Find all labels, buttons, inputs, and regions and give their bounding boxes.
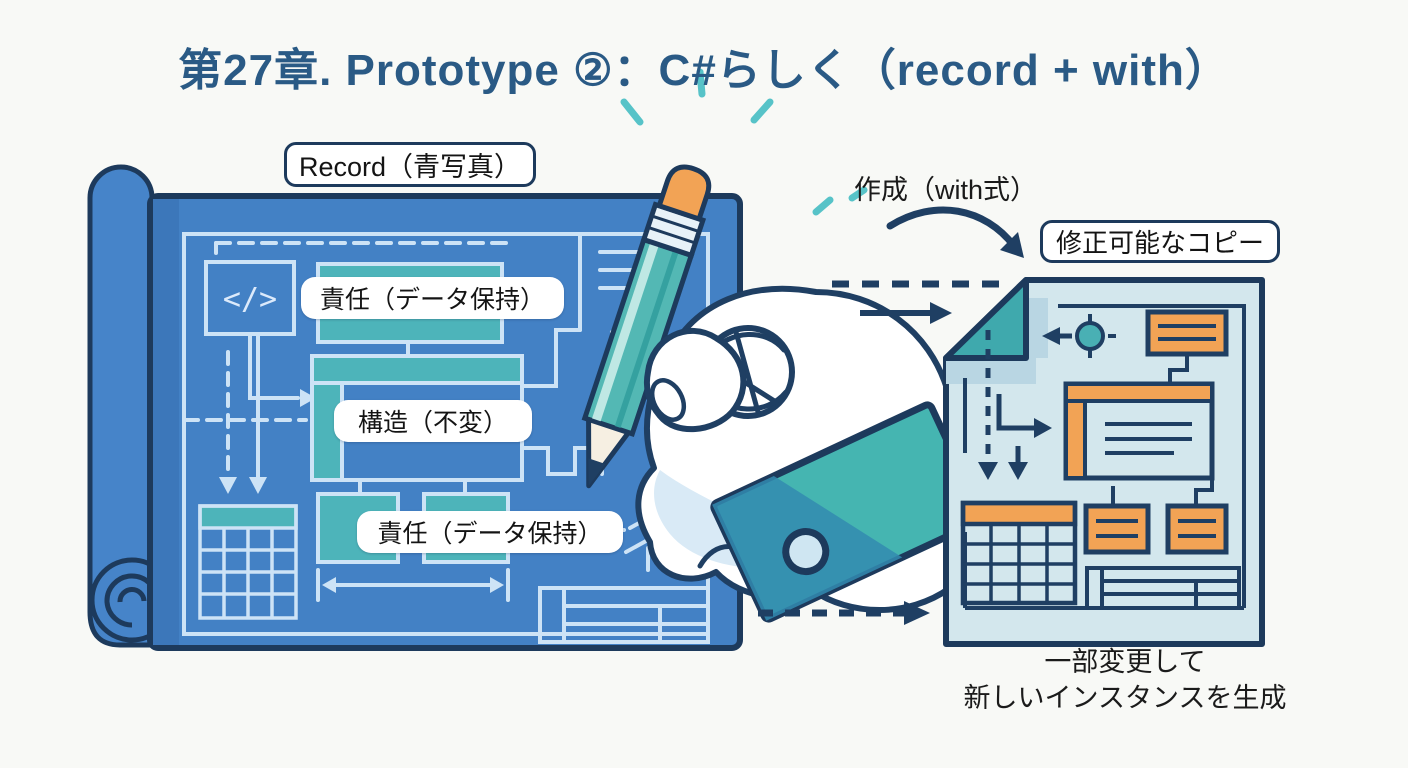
- table-grid-icon: [198, 504, 298, 620]
- create-curved-arrow: [886, 206, 1024, 258]
- blueprint-drawing: [182, 234, 710, 644]
- modifiable-copy-label: 修正可能なコピー: [1040, 220, 1280, 263]
- caption-line2: 新しいインスタンスを生成: [963, 683, 1287, 713]
- responsibility-bottom-label: 責任（データ保持）: [357, 511, 623, 553]
- caption-line1: 一部変更して: [1044, 647, 1206, 677]
- structure-label: 構造（不変）: [334, 400, 532, 442]
- copy-flow-arrowheads: [978, 418, 1052, 480]
- copy-window-box: [1063, 381, 1215, 481]
- pencil-icon: [581, 164, 712, 489]
- folded-corner: [943, 277, 1029, 361]
- thumbnail: [649, 378, 687, 422]
- responsibility-top-label: 責任（データ保持）: [301, 277, 564, 319]
- copy-table-icon: [960, 500, 1078, 606]
- solid-arrow-right: [860, 302, 952, 324]
- cuff-icon: [710, 401, 986, 623]
- copy-node-cards: [1083, 478, 1229, 555]
- create-with-label: 作成（with式）: [854, 175, 1038, 205]
- crosshair-icon: [1042, 314, 1116, 358]
- copy-caption: 一部変更して 新しいインスタンスを生成: [930, 644, 1320, 716]
- record-label: Record（青写真）: [284, 142, 536, 187]
- copy-node-top: [1145, 309, 1229, 384]
- page-title: 第27章. Prototype ②：C#らしく（record + with）: [178, 46, 1230, 95]
- copy-title-block: [1085, 566, 1241, 610]
- dashed-arrow-bottom: [758, 601, 930, 625]
- sparkle-icon: [620, 68, 868, 216]
- code-glyph: </>: [223, 282, 277, 317]
- sheet-fold-shade: [153, 199, 179, 645]
- copy-sheet: [943, 277, 1265, 647]
- scroll-roll: [87, 164, 155, 648]
